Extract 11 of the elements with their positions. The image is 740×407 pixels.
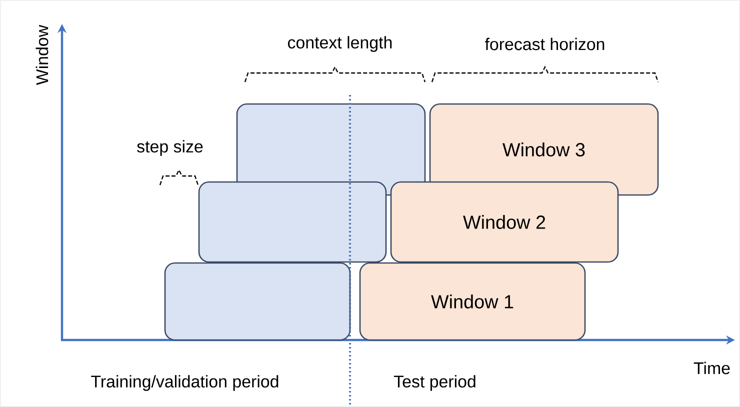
axis-label: Time [694, 362, 730, 374]
period-label: Training/validation period [91, 375, 278, 391]
bracket-label: step size [137, 140, 203, 156]
context-box [198, 181, 387, 263]
window-box: Window 2 [390, 181, 619, 263]
bracket-label: context length [288, 36, 392, 52]
context-box [164, 262, 351, 341]
bracket-label: forecast horizon [485, 38, 604, 50]
period-label: Test period [394, 375, 476, 391]
window-box: Window 1 [359, 262, 586, 341]
axis-label: Window [36, 24, 48, 86]
